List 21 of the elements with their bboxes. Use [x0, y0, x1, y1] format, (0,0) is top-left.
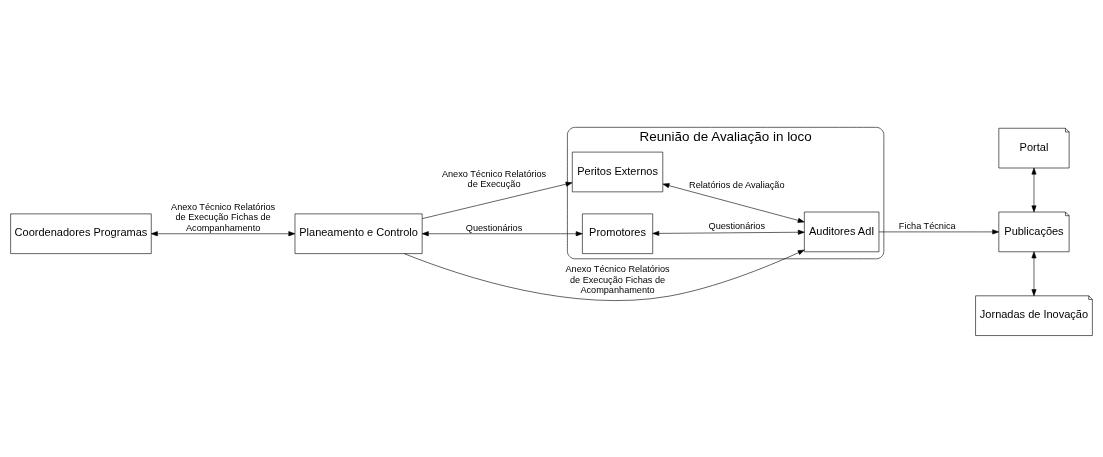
edge-label: Questionários	[708, 220, 766, 231]
edge-label: Anexo Técnico Relatórios de Execução Fichas de Acompanhamento	[565, 263, 670, 295]
edge-label: Ficha Técnica	[898, 220, 956, 231]
arrow	[662, 182, 805, 223]
edge-label: Questionários	[465, 222, 523, 233]
arrow	[1031, 167, 1037, 212]
edge-label: Anexo Técnico Relatórios de Execução Fichas de Acompanhamento	[171, 201, 276, 233]
arrow	[421, 230, 583, 236]
node-box: Peritos Externos	[572, 151, 664, 192]
arrow	[652, 229, 805, 236]
arrow	[421, 181, 573, 219]
arrow	[1031, 251, 1037, 296]
node-box: Coordenadores Programas	[10, 213, 152, 254]
node-box: Planeamento e Controlo	[294, 213, 423, 254]
arrow	[878, 228, 1000, 234]
node-box: Auditores AdI	[804, 211, 880, 252]
edge-label: Relatórios de Avaliação	[689, 179, 785, 190]
arrow	[151, 230, 296, 236]
arrow	[403, 249, 805, 301]
node-box: Promotores	[582, 213, 653, 254]
edge-label: Anexo Técnico Relatórios de Execução	[441, 168, 547, 189]
